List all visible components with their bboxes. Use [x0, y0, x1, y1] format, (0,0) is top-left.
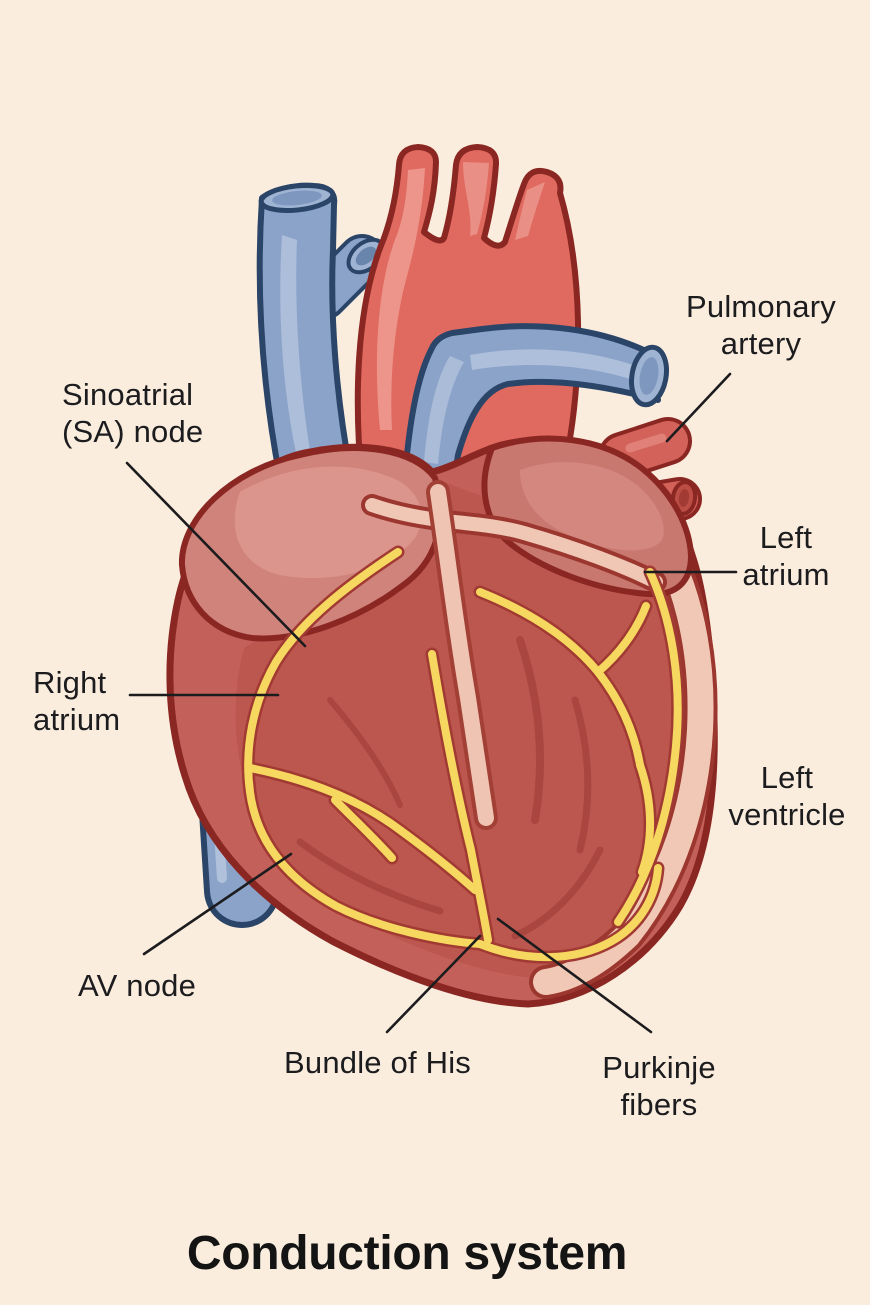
label-pulmonary-artery: Pulmonary artery — [686, 289, 836, 361]
conduction-fibers — [241, 545, 685, 964]
leader-line-pulmonary — [665, 372, 732, 443]
leader-line-purkinje — [496, 917, 653, 1034]
label-right-atrium: Right atrium — [33, 665, 121, 737]
left-atrium-lobe — [481, 435, 694, 598]
label-purkinje-fibers: Purkinje fibers — [602, 1050, 716, 1122]
pulmonary-artery — [401, 323, 669, 495]
diagram-title: Conduction system — [186, 1227, 628, 1280]
leader-line-sa-node — [125, 461, 307, 648]
leader-line-bundle-of-his — [385, 934, 482, 1034]
label-bundle-of-his: Bundle of His — [284, 1045, 471, 1080]
label-sa-node: Sinoatrial (SA) node — [62, 377, 204, 449]
label-left-ventricle: Left ventricle — [728, 760, 846, 832]
cut-edge-bands — [361, 480, 667, 830]
leader-line-av-node — [142, 852, 293, 956]
label-left-atrium: Left atrium — [742, 520, 830, 592]
label-av-node: AV node — [78, 968, 197, 1003]
